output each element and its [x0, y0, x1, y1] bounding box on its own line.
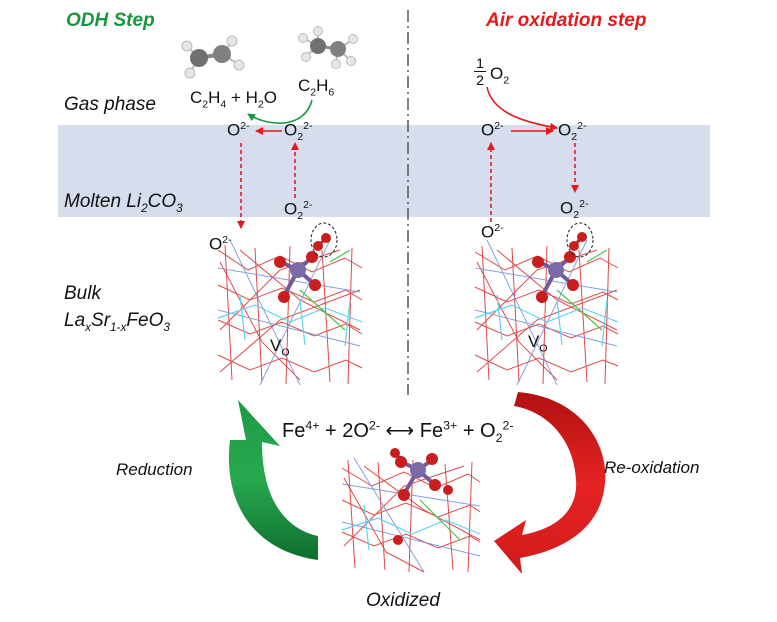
bulk-lattice-left: [217, 222, 363, 386]
oxygen-to-peroxide-arrow: [486, 86, 558, 131]
molten-carbonate-label: Molten Li2CO3: [64, 191, 183, 215]
odh-step-title: ODH Step: [66, 10, 155, 31]
peroxide-ion-right-top: O22-: [558, 120, 587, 144]
gas-phase-label: Gas phase: [64, 94, 156, 115]
oxide-ion-left-top: O2-: [227, 120, 250, 140]
reduction-cycle-arrow: [228, 400, 318, 560]
ethane-to-ethylene-arrow: [247, 99, 313, 124]
oxidized-label: Oxidized: [366, 590, 440, 611]
redox-equation: Fe4+ + 2O2- ⟷ Fe3+ + O22-: [282, 418, 514, 445]
peroxide-ion-left-top: O22-: [284, 120, 313, 144]
reduction-label: Reduction: [116, 460, 193, 479]
air-oxidation-title: Air oxidation step: [486, 10, 647, 31]
ethylene-molecule-icon: [181, 35, 245, 79]
oxide-ion-right-surface: O2-: [481, 222, 504, 242]
oxygen-molecule: O2: [490, 64, 510, 87]
peroxide-ion-left-molten: O22-: [284, 199, 313, 223]
ethane-reactant: C2H6: [298, 76, 335, 99]
molten-carbonate-band: [58, 125, 710, 217]
oxidized-lattice: [341, 448, 481, 573]
reoxidation-label: Re-oxidation: [604, 458, 700, 477]
vacancy-left: VO: [270, 336, 290, 359]
bulk-lattice-right: [474, 222, 619, 386]
reoxidation-cycle-arrow: [494, 392, 606, 574]
peroxide-ion-right-molten: O22-: [560, 198, 589, 222]
perovskite-formula-label: LaxSr1-xFeO3: [64, 310, 170, 334]
vacancy-right: VO: [528, 332, 548, 355]
ethane-molecule-icon: [298, 26, 358, 69]
bulk-label: Bulk: [64, 283, 101, 304]
ethylene-water-product: C2H4 + H2O: [190, 88, 278, 111]
oxide-ion-right-top: O2-: [481, 120, 504, 140]
oxide-ion-left-surface: O2-: [209, 234, 232, 254]
